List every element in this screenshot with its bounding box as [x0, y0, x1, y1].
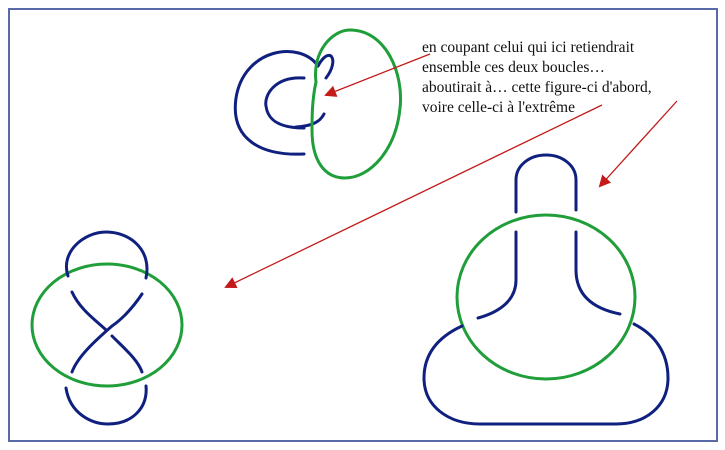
blue-loop-inner [264, 76, 306, 130]
annotation-line-1: en coupant celui qui ici retiendrait [422, 39, 635, 56]
annotation-line-2: ensemble ces deux boucles… [422, 59, 605, 76]
arrow-to-figure-eight [224, 104, 603, 289]
annotation-line-4: voire celle-ci à l'extrême [422, 99, 575, 116]
arrow-to-bulb [598, 100, 678, 188]
figure-eight-bottom-lobe [64, 384, 148, 426]
bulb-neck-top [514, 153, 578, 214]
figure-eight-green-circle [30, 262, 184, 388]
bulb-bowl-right [544, 322, 670, 426]
bulb-bowl-left [422, 324, 548, 426]
bulb-green-circle [455, 213, 637, 381]
bulb-figure [422, 153, 670, 426]
diagram-frame [8, 8, 718, 442]
figure-eight-top-lobe [64, 230, 149, 280]
bulb-neck-right [574, 230, 622, 316]
annotation-text: en coupant celui qui ici retiendrait ens… [422, 38, 722, 118]
bulb-neck-left [476, 230, 518, 320]
figure-eight-figure [30, 230, 184, 426]
figure-eight-strand-b [70, 292, 144, 374]
blue-loop-inner-tail [294, 112, 326, 129]
arrow-to-loops [324, 53, 431, 97]
annotation-line-3: aboutirait à… cette figure-ci d'abord, [422, 79, 652, 96]
linked-loops-figure [233, 28, 403, 180]
blue-loop-top-arc [316, 53, 335, 80]
green-loop [310, 28, 403, 180]
blue-loop-outer [233, 50, 320, 156]
figure-eight-strand-a [70, 290, 108, 332]
figure-eight-strand-c [110, 334, 144, 374]
